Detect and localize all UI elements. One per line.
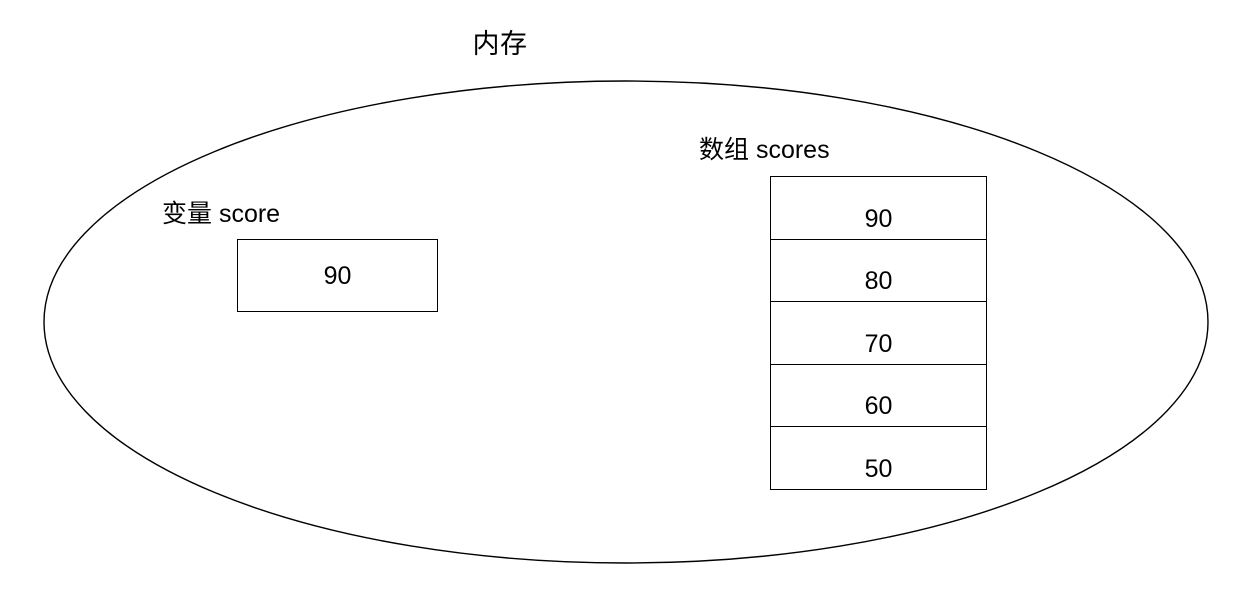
array-cell-value: 50	[864, 454, 893, 483]
array-label: 数组 scores	[699, 136, 830, 164]
variable-label: 变量 score	[162, 200, 281, 228]
array-cell: 50	[771, 427, 986, 489]
array-cell-value: 80	[864, 267, 893, 296]
array-cell-value: 60	[864, 392, 893, 421]
array-table: 90 80 70 60 50	[770, 176, 987, 490]
array-cell-value: 70	[864, 329, 893, 358]
variable-box: 90	[237, 239, 438, 312]
array-cell: 90	[771, 177, 986, 240]
page-title: 内存	[472, 29, 528, 59]
array-cell-value: 90	[864, 204, 893, 233]
memory-ellipse-outline	[43, 80, 1209, 564]
variable-value: 90	[323, 261, 352, 290]
array-cell: 80	[771, 240, 986, 303]
array-cell: 70	[771, 302, 986, 365]
array-cell: 60	[771, 365, 986, 428]
